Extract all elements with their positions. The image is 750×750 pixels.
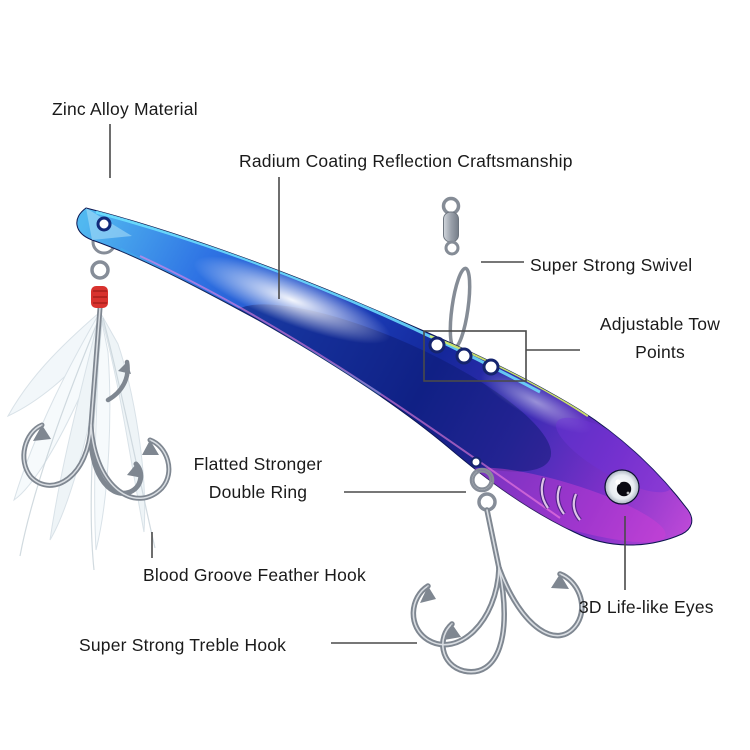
- label-zinc-alloy-material: Zinc Alloy Material: [52, 99, 198, 119]
- front-treble-hook: [21, 305, 172, 501]
- feather-skirt: [6, 310, 156, 571]
- callout-bracket-tow-points: [423, 330, 527, 382]
- label-radium-coating: Radium Coating Reflection Craftsmanship: [239, 151, 573, 171]
- label-3d-life-like-eyes: 3D Life-like Eyes: [579, 597, 714, 617]
- red-thread-wrap: [91, 286, 108, 308]
- label-super-strong-treble-hook: Super Strong Treble Hook: [79, 635, 287, 655]
- rear-treble-hook: [410, 507, 585, 675]
- belly-hole: [470, 456, 482, 468]
- label-super-strong-swivel: Super Strong Swivel: [530, 255, 693, 275]
- callout-lines: [109, 124, 626, 644]
- label-flatted-stronger-double-ring: Flatted Stronger Double Ring: [193, 454, 323, 502]
- swivel-snap: [441, 196, 472, 350]
- nose-hole: [96, 216, 112, 232]
- lure-body: [76, 207, 693, 546]
- tow-point-holes: [428, 336, 500, 376]
- label-blood-groove-feather-hook: Blood Groove Feather Hook: [143, 565, 366, 585]
- gill-slashes: [539, 477, 582, 522]
- label-adjustable-tow-points: Adjustable Tow Points: [599, 314, 721, 362]
- fish-eye: [604, 469, 640, 505]
